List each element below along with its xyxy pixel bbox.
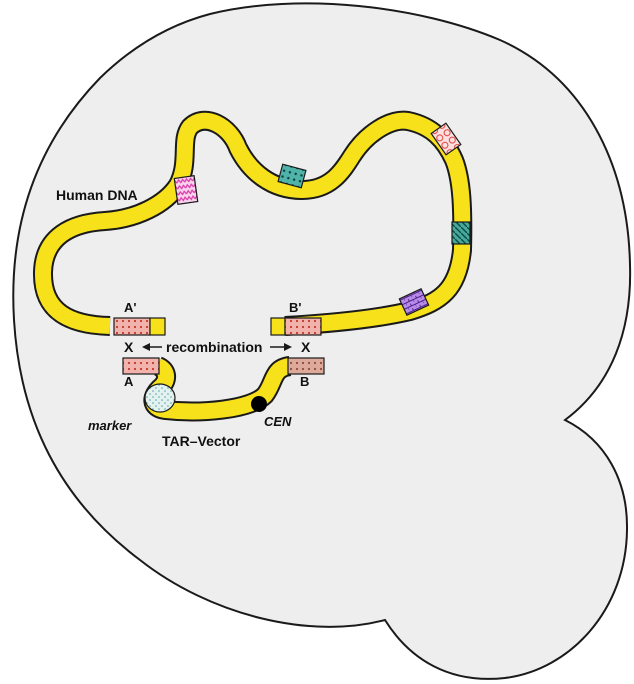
dna-band-teal-stripes — [452, 222, 470, 244]
vector-hook-a — [123, 358, 159, 374]
label-human-dna: Human DNA — [56, 187, 138, 203]
vector-hook-b — [288, 358, 324, 374]
label-tar-vector: TAR–Vector — [162, 433, 241, 449]
label-x-right: X — [301, 339, 311, 355]
dna-end-right — [271, 318, 285, 335]
label-b: B — [300, 374, 309, 389]
label-marker: marker — [88, 418, 132, 433]
homology-region-b-prime — [285, 318, 321, 335]
yeast-cell-outline — [13, 3, 630, 679]
label-cen: CEN — [264, 414, 292, 429]
dna-band-pink — [174, 176, 197, 205]
label-a: A — [124, 374, 134, 389]
label-a-prime: A' — [124, 300, 136, 315]
centromere-dot — [251, 396, 267, 412]
label-b-prime: B' — [289, 300, 301, 315]
label-recombination: recombination — [166, 339, 262, 355]
selectable-marker-segment — [145, 384, 175, 412]
label-x-left: X — [124, 339, 134, 355]
dna-end-left — [150, 318, 165, 335]
homology-region-a-prime — [114, 318, 150, 335]
